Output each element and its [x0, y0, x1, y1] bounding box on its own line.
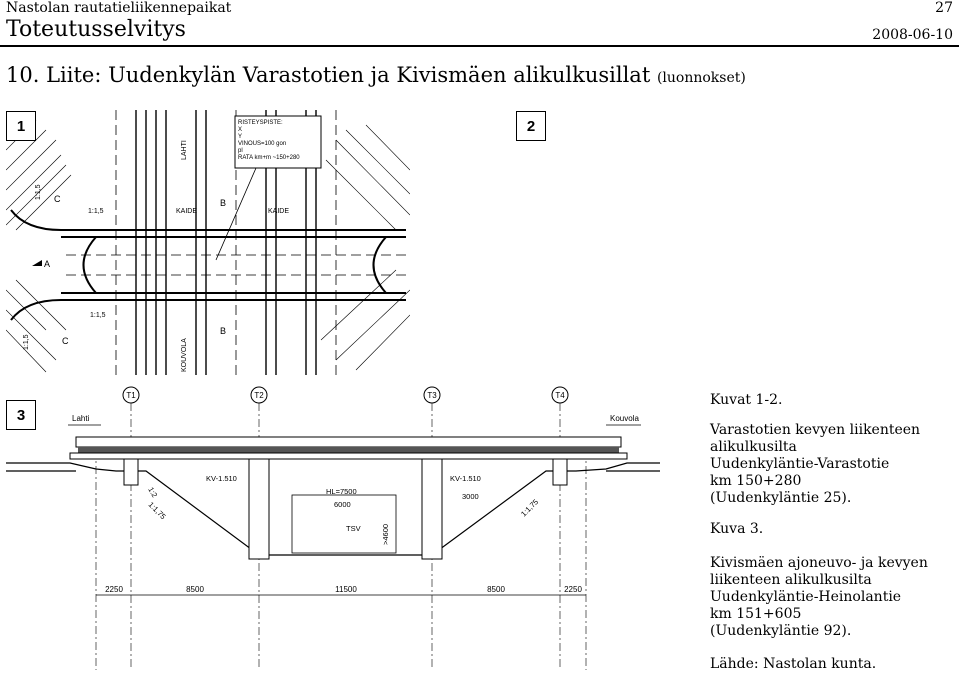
- elev-dim-2250-b: 2250: [564, 585, 582, 594]
- caption-2-line4: km 151+605: [710, 606, 802, 622]
- plan-label-b-2: B: [220, 326, 226, 336]
- caption-2-line1: Kivismäen ajoneuvo- ja kevyen: [710, 555, 928, 571]
- elev-abutment-t4: [552, 458, 568, 486]
- doc-title: Toteutusselvitys: [6, 17, 186, 42]
- figure-label-2: 2: [516, 111, 546, 141]
- org-name: Nastolan rautatieliikennepaikat: [6, 0, 232, 16]
- elev-label-hl: HL=7500: [326, 487, 357, 496]
- caption-1-line2: alikulkusilta: [710, 439, 797, 455]
- figure-label-1: 1: [6, 111, 36, 141]
- elev-label-kv-left: KV-1.510: [206, 474, 237, 483]
- caption-2-line5: (Uudenkyläntie 92).: [710, 623, 852, 639]
- plan-label-slope-1: 1:1,5: [88, 208, 104, 215]
- caption-1-line5: (Uudenkyläntie 25).: [710, 490, 852, 506]
- elev-dim-11500: 11500: [335, 585, 357, 594]
- plan-box-leader: [215, 167, 257, 261]
- plan-crossing-box: [234, 115, 322, 169]
- section-title: 10. Liite: Uudenkylän Varastotien ja Kiv…: [6, 63, 746, 87]
- plan-box-line6: RATA km+m ~150+280: [238, 155, 300, 161]
- plan-label-a: A: [44, 259, 50, 269]
- caption-1-line1: Varastotien kevyen liikenteen: [710, 422, 921, 438]
- plan-hatch-right: [320, 124, 410, 371]
- caption-1-line3: Uudenkyläntie-Varastotie: [710, 456, 890, 472]
- caption-1-title: Kuvat 1-2.: [710, 392, 783, 408]
- plan-label-c-1: C: [54, 194, 61, 204]
- elev-abutment-t1: [123, 458, 139, 486]
- plan-box-line2: X: [238, 127, 242, 133]
- elev-deck-slab: [69, 452, 628, 460]
- elev-label-t4: T4: [555, 391, 565, 400]
- elev-dim-2250-a: 2250: [105, 585, 123, 594]
- plan-deck: [10, 209, 406, 321]
- elev-label-t2: T2: [254, 391, 264, 400]
- caption-2-line3: Uudenkyläntie-Heinolantie: [710, 589, 902, 605]
- plan-label-kouvola: KOUVOLA: [181, 338, 188, 372]
- elev-label-6000: 6000: [334, 500, 351, 509]
- elev-label-3000: 3000: [462, 492, 479, 501]
- elevation-drawing: T1 T2 T3 T4 Lahti Kouvola KV-1.510 KV-1.…: [6, 385, 660, 675]
- section-note: (luonnokset): [656, 70, 746, 86]
- elev-label-lahti: Lahti: [72, 414, 90, 423]
- elev-pier-t3: [421, 458, 443, 560]
- elev-dim-8500-a: 8500: [186, 585, 204, 594]
- elev-label-tsv: TSV: [346, 524, 361, 533]
- elev-pier-t2: [248, 458, 270, 560]
- plan-label-slope-3: 1:1,5: [35, 184, 42, 200]
- page-number: 27: [935, 0, 953, 16]
- plan-drawing: RISTEYSPISTE: X Y VINOUS=100 gon pl RATA…: [6, 110, 410, 375]
- elev-label-t1: T1: [126, 391, 136, 400]
- caption-2-title: Kuva 3.: [710, 521, 764, 537]
- caption-1-line4: km 150+280: [710, 473, 802, 489]
- elev-deck-top: [75, 436, 622, 448]
- caption-source: Lähde: Nastolan kunta.: [710, 656, 877, 672]
- plan-label-lahti: LAHTI: [181, 140, 188, 160]
- plan-label-slope-4: 1:1,5: [23, 334, 30, 350]
- elev-ground: [6, 462, 660, 556]
- plan-label-kaide-1: KAIDE: [176, 208, 197, 215]
- caption-2-line2: liikenteen alikulkusilta: [710, 572, 872, 588]
- plan-arrow-a: [32, 260, 42, 266]
- elev-label-kouvola: Kouvola: [610, 414, 639, 423]
- plan-box-line5: pl: [238, 148, 243, 154]
- elev-label-4600: >4600: [381, 524, 390, 545]
- plan-label-slope-2: 1:1,5: [90, 312, 106, 319]
- doc-date: 2008-06-10: [872, 27, 953, 43]
- elev-label-t3: T3: [427, 391, 437, 400]
- plan-box-line4: VINOUS=100 gon: [238, 141, 286, 147]
- plan-box-line1: RISTEYSPISTE:: [238, 120, 283, 126]
- elev-dim-8500-b: 8500: [487, 585, 505, 594]
- figure-label-3: 3: [6, 400, 36, 430]
- plan-label-c-2: C: [62, 336, 69, 346]
- elev-label-kv-right: KV-1.510: [450, 474, 481, 483]
- plan-label-kaide-2: KAIDE: [268, 208, 289, 215]
- plan-box-line3: Y: [238, 134, 242, 140]
- section-title-text: 10. Liite: Uudenkylän Varastotien ja Kiv…: [6, 63, 651, 87]
- elev-deck-ballast: [78, 447, 619, 453]
- header-rule: [0, 45, 959, 47]
- plan-dashed-lines: [66, 110, 406, 375]
- plan-label-b-1: B: [220, 198, 226, 208]
- elev-clearance-box: [291, 494, 397, 554]
